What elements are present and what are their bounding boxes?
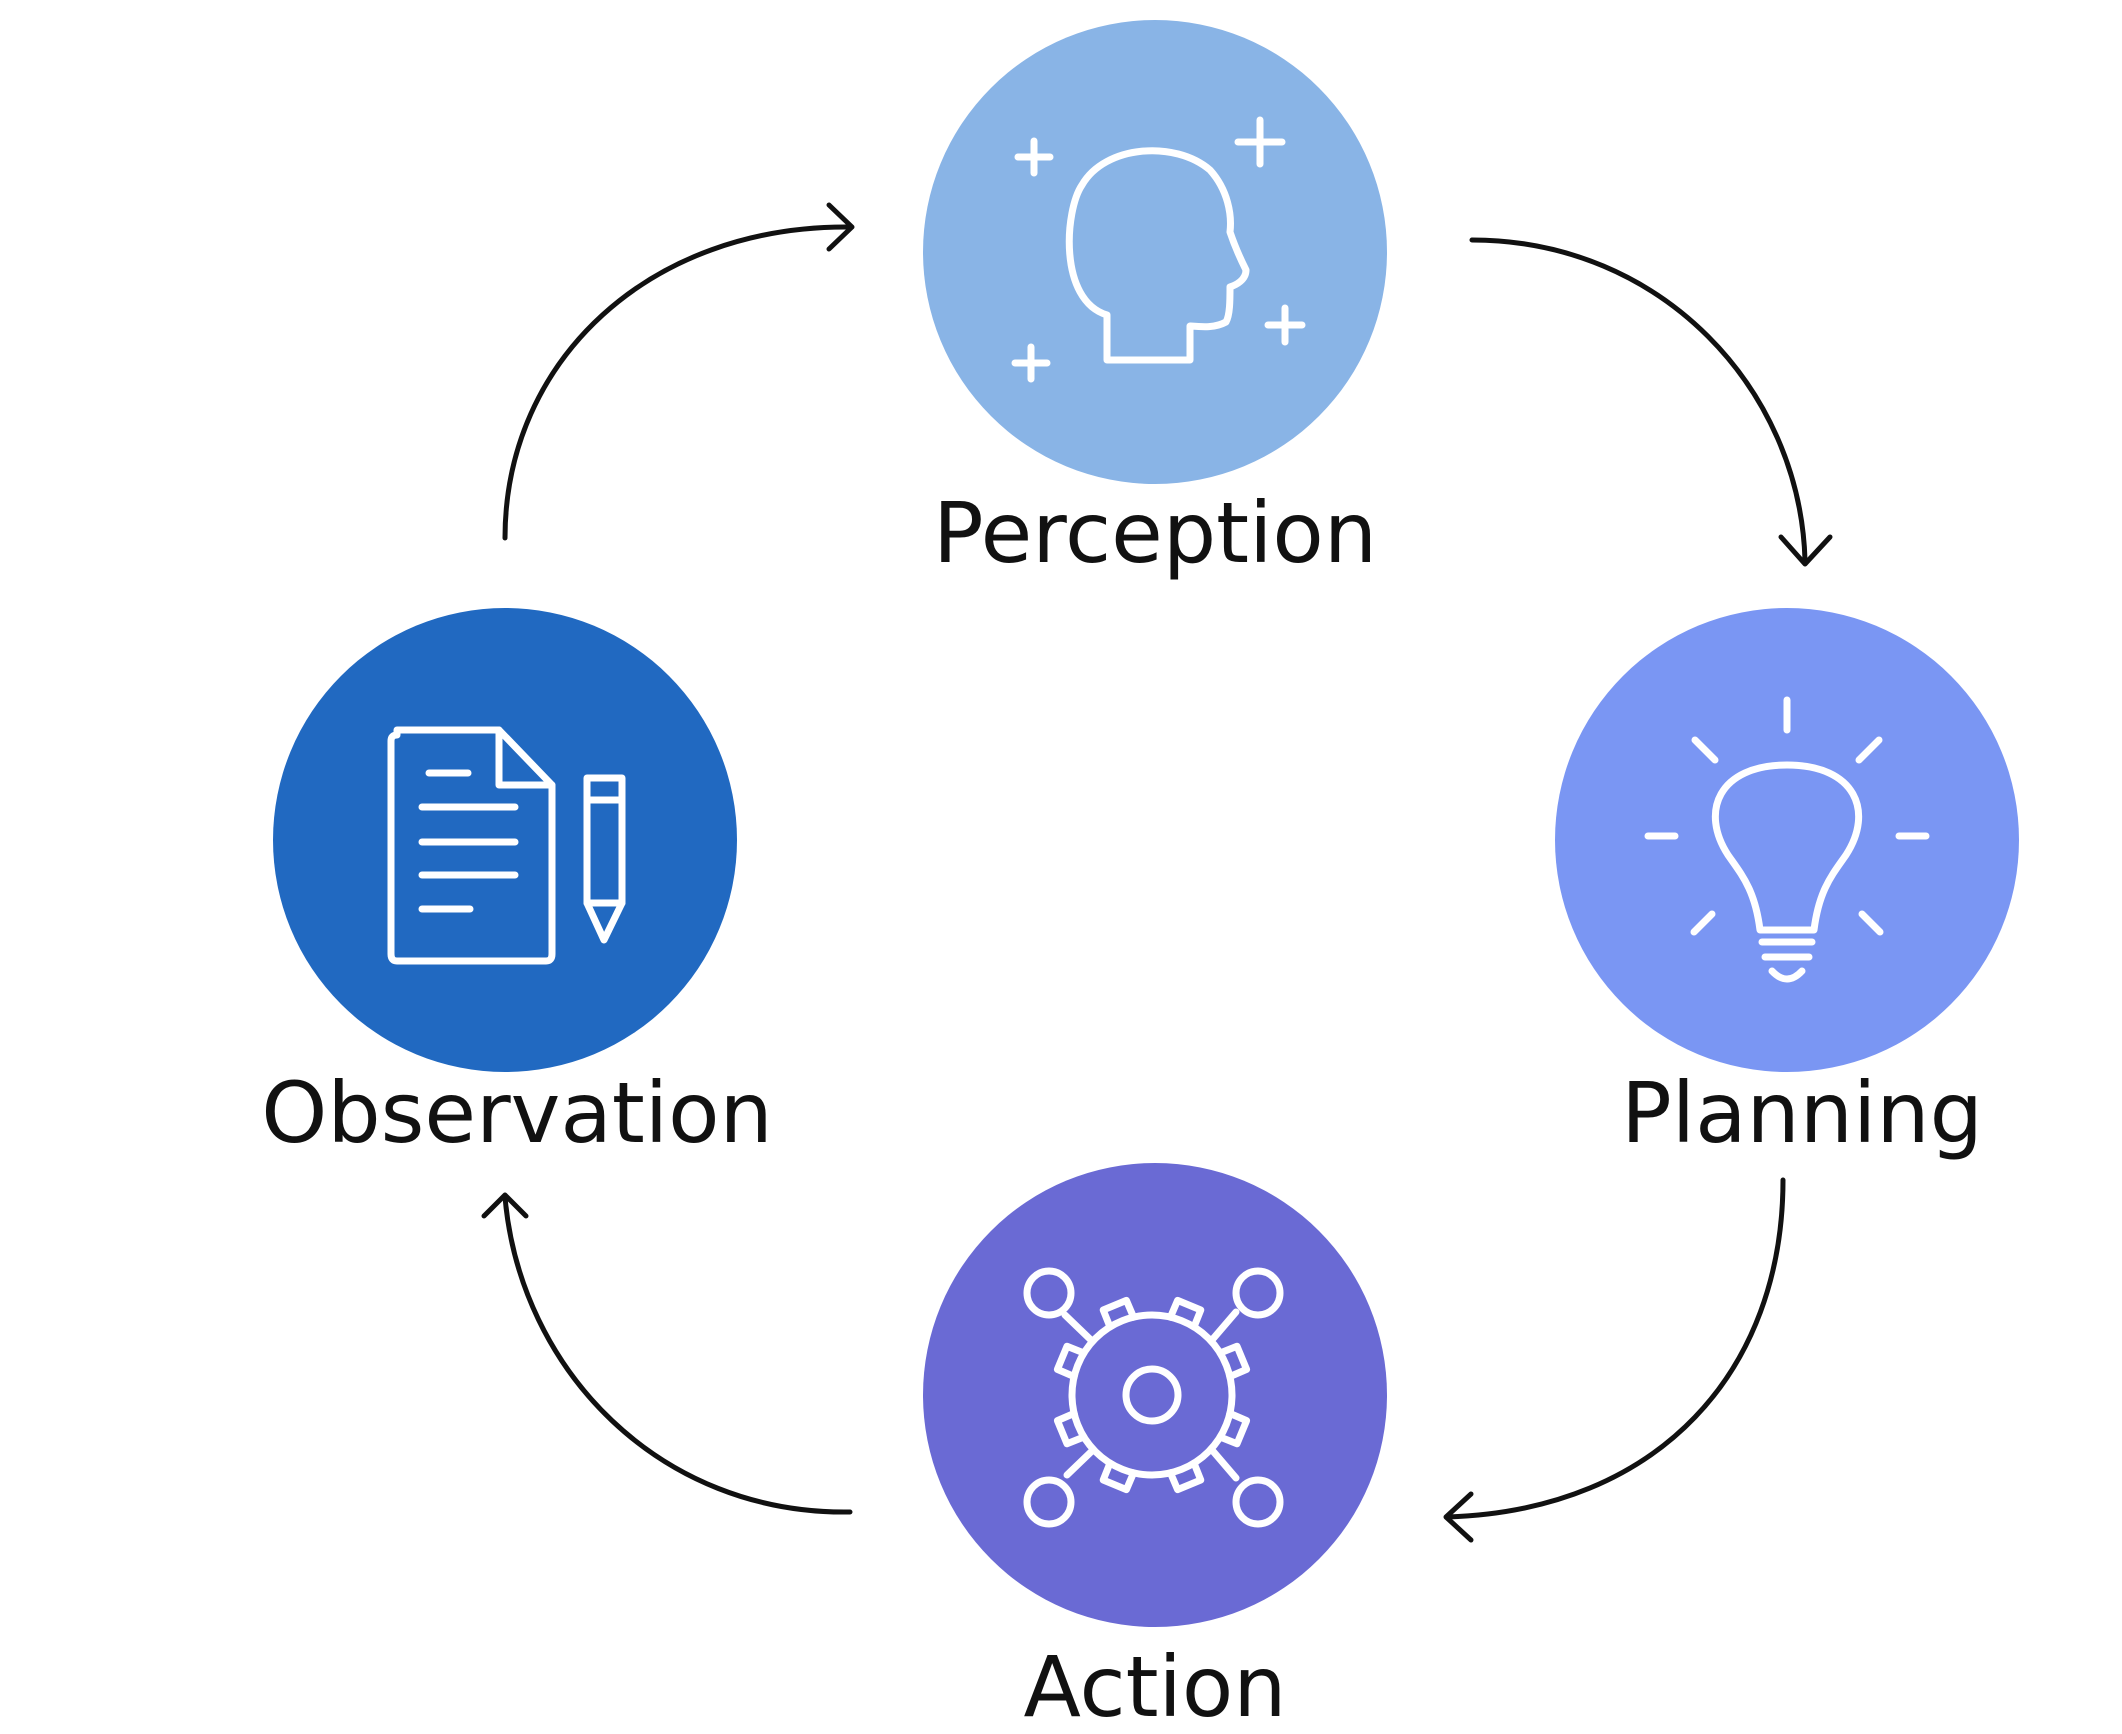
gear-tooth <box>1099 1459 1138 1494</box>
observation-node: Observation <box>261 608 773 1162</box>
gear-tooth <box>1053 1342 1088 1381</box>
gear-network-icon <box>1023 1267 1284 1528</box>
head-sparkles-icon <box>1011 116 1306 383</box>
planning-label: Planning <box>1621 1064 1983 1162</box>
gear-tooth <box>1166 1296 1205 1331</box>
gear-teeth <box>1053 1296 1251 1494</box>
action-node: Action <box>923 1163 1387 1734</box>
observation-label: Observation <box>261 1064 773 1162</box>
document-pencil-icon <box>387 726 626 965</box>
gear-tooth <box>1053 1409 1088 1448</box>
perception-node: Perception <box>923 20 1387 582</box>
planning-circle <box>1555 608 2019 1072</box>
gear-tooth <box>1216 1342 1251 1381</box>
perception-circle <box>923 20 1387 484</box>
planning-node: Planning <box>1555 608 2019 1162</box>
arrow-planning-to-action <box>1443 1177 1786 1543</box>
action-label: Action <box>1023 1638 1286 1734</box>
gear-tooth <box>1216 1409 1251 1448</box>
arrow-perception-to-planning <box>1469 237 1833 567</box>
gear-tooth <box>1099 1296 1138 1331</box>
arrow-observation-to-perception <box>502 202 855 541</box>
action-circle <box>923 1163 1387 1627</box>
lightbulb-icon <box>1644 696 1930 983</box>
arrow-action-to-observation <box>481 1192 853 1515</box>
perception-label: Perception <box>933 484 1377 582</box>
gear-tooth <box>1166 1459 1205 1494</box>
